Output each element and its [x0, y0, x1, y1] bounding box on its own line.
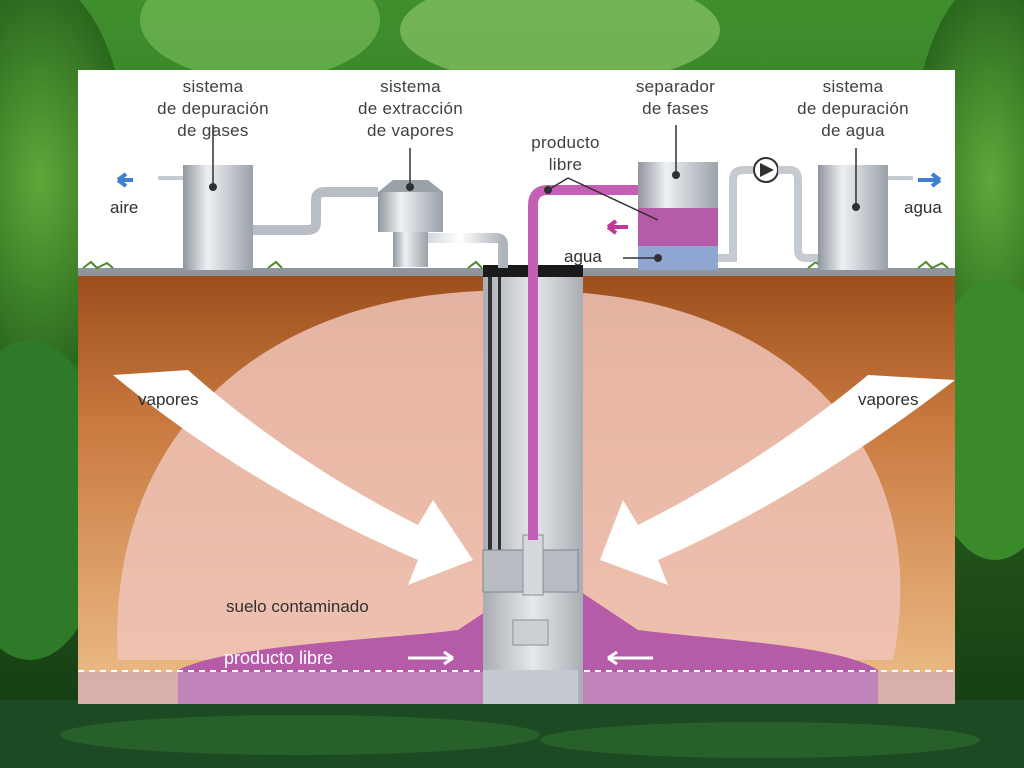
vapors-right-label: vapores: [858, 390, 919, 409]
flow-arrow-icon: [408, 650, 454, 666]
separator-free-product: [638, 208, 718, 246]
air-outflow-arrow-icon: [116, 172, 133, 188]
free-product-bottom-label: producto libre: [224, 648, 334, 668]
vapor-pipe-treatment: [253, 187, 378, 235]
water-system-line-3: de agua: [821, 121, 885, 140]
vapor-arrow-right-icon: [600, 375, 955, 585]
separator-marker: [672, 171, 680, 179]
gas-treatment-tank: [183, 165, 253, 270]
submersible-pump: [512, 619, 549, 646]
pump-triangle: [760, 163, 774, 177]
water-pipe-separator: [718, 166, 753, 262]
gas-tank-marker: [209, 183, 217, 191]
contaminated-soil-label: suelo contaminado: [226, 597, 369, 616]
product-outflow-arrow-icon: [606, 219, 628, 235]
well-casing-inner: [498, 275, 501, 555]
water-system-label: sistema de depuración de agua: [778, 76, 928, 142]
vapor-extraction-base: [393, 232, 428, 267]
water-treatment-tank: [818, 165, 888, 270]
water-tank-marker: [852, 203, 860, 211]
vapor-extraction-line-3: de vapores: [366, 121, 455, 140]
water-system-line-2: de depuración: [797, 99, 909, 118]
vapor-pipe-well: [413, 233, 508, 268]
air-outlet-pipe: [158, 176, 183, 180]
water-outflow-arrow-icon: [918, 172, 942, 188]
well-casing-left: [488, 275, 492, 555]
pump-pipe: [522, 534, 544, 596]
free-product-marker: [544, 186, 552, 194]
vapor-extraction-unit: [378, 192, 443, 232]
free-product-top-label: producto libre: [508, 132, 623, 176]
phase-separator-line-1: separador: [635, 77, 716, 96]
water-pipe-treatment: [778, 166, 818, 262]
water-outlet-pipe: [888, 176, 913, 180]
free-product-top-line-2: libre: [548, 155, 583, 174]
free-product-top-line-1: producto: [531, 133, 600, 152]
vapor-extraction-line-1: sistema: [380, 77, 441, 96]
water-out-label: agua: [904, 198, 942, 217]
gas-system-line-2: de depuración: [157, 99, 269, 118]
gas-system-line-3: de gases: [177, 121, 249, 140]
air-label: aire: [110, 198, 139, 217]
vapor-arrow-left-icon: [113, 370, 473, 585]
separator-water-label: agua: [564, 247, 602, 266]
gas-system-label: sistema de depuración de gases: [138, 76, 288, 142]
water-system-line-1: sistema: [822, 77, 884, 96]
gas-system-line-1: sistema: [182, 77, 244, 96]
vapor-extraction-label: sistema de extracción de vapores: [333, 76, 488, 142]
vapor-extraction-line-2: de extracción: [357, 99, 463, 118]
diagram-graphics: [78, 70, 955, 704]
extractor-marker: [406, 183, 414, 191]
remediation-diagram: sistema de depuración de gases sistema d…: [78, 70, 955, 704]
phase-separator-label: separador de fases: [613, 76, 738, 120]
phase-separator-line-2: de fases: [642, 99, 709, 118]
flow-arrow-icon-right: [607, 650, 653, 666]
vapors-left-label: vapores: [138, 390, 199, 409]
well-bottom: [483, 670, 578, 704]
separator-water-marker: [654, 254, 662, 262]
grass-tufts: [82, 260, 949, 270]
